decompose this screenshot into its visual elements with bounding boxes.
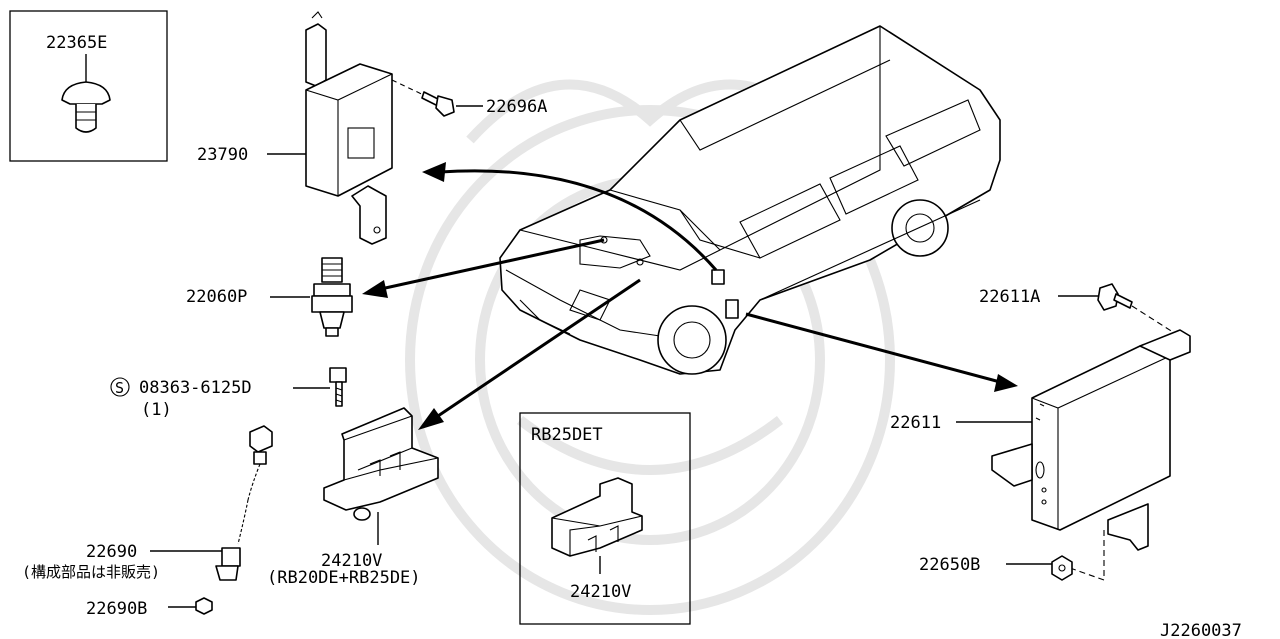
clip-icon <box>61 81 111 105</box>
screw-08363-6125D <box>329 367 347 407</box>
rb25det-title: RB25DET <box>531 425 603 445</box>
diagram-code: J2260037 <box>1160 621 1242 639</box>
label-08363-6125D[interactable]: 08363-6125D <box>139 378 252 398</box>
label-22060P[interactable]: 22060P <box>186 287 247 307</box>
vehicle-illustration <box>499 25 1001 375</box>
indicator-arrows <box>362 162 1018 430</box>
label-24210V-inset[interactable]: 24210V <box>570 582 631 602</box>
label-24210V-main[interactable]: 24210V <box>321 551 382 571</box>
sensor-22690 <box>215 425 273 581</box>
label-22690[interactable]: 22690 <box>86 542 137 562</box>
control-unit-23790 <box>305 11 431 245</box>
bolt-22696A <box>421 91 455 117</box>
s-circle-icon <box>110 377 130 397</box>
inset-rb25det: RB25DET 24210V <box>519 412 691 625</box>
sensor-22060P <box>311 257 353 337</box>
nut-22690B <box>195 597 213 615</box>
label-22365E[interactable]: 22365E <box>46 33 107 53</box>
inset-clip-22365E: 22365E <box>9 10 168 162</box>
label-22690B[interactable]: 22690B <box>86 599 147 619</box>
label-22696A[interactable]: 22696A <box>486 97 547 117</box>
bracket-24210V <box>323 407 439 521</box>
bolt-22611A <box>1097 283 1177 335</box>
label-22611A[interactable]: 22611A <box>979 287 1040 307</box>
label-22611[interactable]: 22611 <box>890 413 941 433</box>
nut-22650B <box>1051 555 1073 581</box>
label-22650B[interactable]: 22650B <box>919 555 980 575</box>
ecu-22611 <box>991 329 1191 581</box>
label-s-symbol: S <box>115 379 124 397</box>
label-22690-note: (構成部品は非販売) <box>22 563 160 581</box>
label-08363-qty: (1) <box>141 400 172 420</box>
label-24210V-note: (RB20DE+RB25DE) <box>267 568 421 588</box>
label-23790[interactable]: 23790 <box>197 145 248 165</box>
